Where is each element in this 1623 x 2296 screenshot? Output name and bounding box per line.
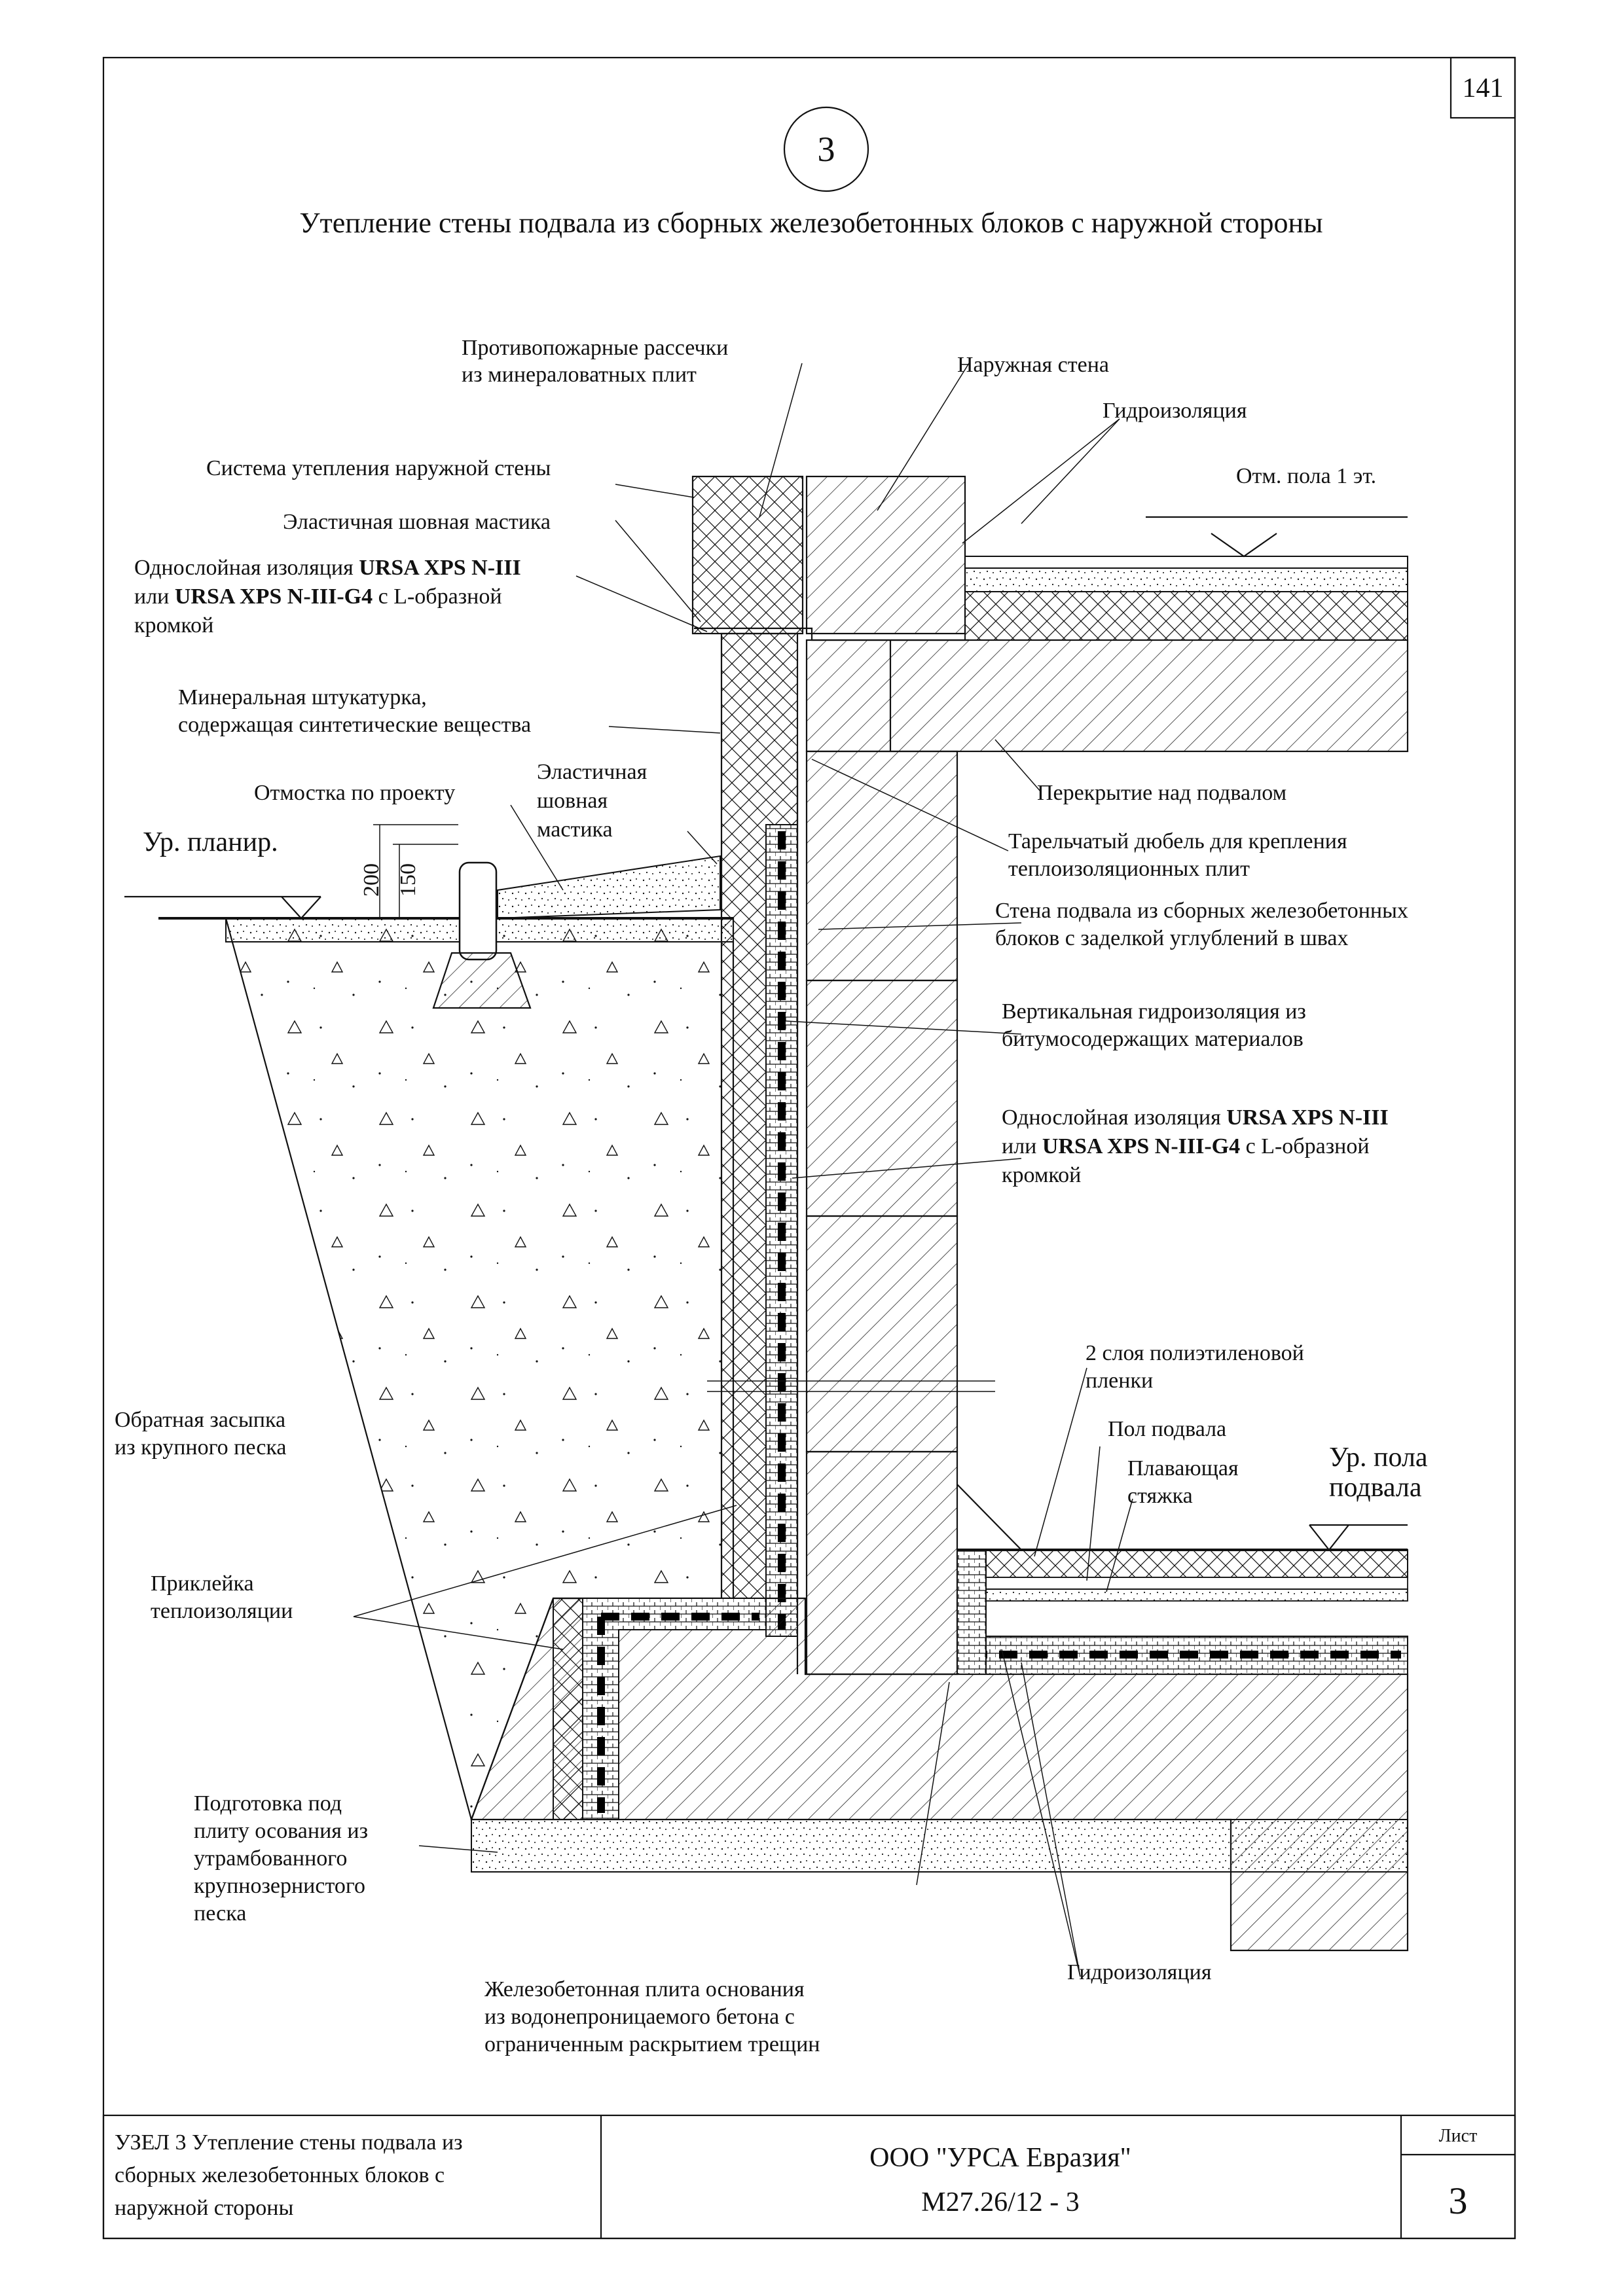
node-number-circle — [783, 106, 869, 192]
label-pe-film-1: 2 слоя полиэтиленовой — [1085, 1341, 1304, 1365]
label-vertical-wp-1: Вертикальная гидроизоляция из — [1002, 999, 1306, 1024]
label-elastic-mastic-mid-3: мастика — [537, 817, 613, 842]
title-sheet-number: 3 — [1449, 2179, 1468, 2222]
floating-screed — [957, 1588, 1408, 1602]
label-fire-breaks-2: из минераловатных плит — [462, 363, 697, 387]
label-basement-wall-2: блоков с заделкой углублений в швах — [995, 926, 1348, 950]
label-elastic-mastic-mid-1: Эластичная — [537, 760, 647, 784]
label-insulation-system: Система утепления наружной стены — [206, 456, 551, 480]
label-mineral-plaster-1: Минеральная штукатурка, — [178, 685, 427, 709]
label-basement-level-2: подвала — [1329, 1473, 1422, 1503]
title-sheet-label: Лист — [1439, 2126, 1478, 2146]
label-backfill-2: из крупного песка — [115, 1435, 287, 1460]
label-prep-1: Подготовка под — [194, 1791, 342, 1816]
label-floor-mark: Отм. пола 1 эт. — [1236, 464, 1376, 488]
label-slab-over-basement: Перекрытие над подвалом — [1037, 781, 1286, 805]
wall-block-2 — [805, 979, 958, 1217]
title-node-3: наружной стороны — [115, 2196, 293, 2220]
label-blind-area: Отмостка по проекту — [254, 781, 455, 805]
drawing-title: Утепление стены подвала из сборных желез… — [299, 207, 1322, 239]
label-base-slab-2: из водонепроницаемого бетона с — [484, 2005, 795, 2029]
title-code: М27.26/12 - 3 — [921, 2187, 1080, 2217]
label-gluing-2: теплоизоляции — [151, 1599, 293, 1623]
dimension-lines — [379, 825, 400, 918]
facade-insulation — [691, 475, 804, 635]
leader-lines — [353, 363, 1133, 1977]
label-pe-film-2: пленки — [1085, 1369, 1153, 1393]
floor-insulation — [964, 591, 1408, 641]
label-outer-wall: Наружная стена — [957, 353, 1109, 377]
label-dowel-1: Тарельчатый дюбель для крепления — [1008, 829, 1347, 853]
label-waterproofing-bottom: Гидроизоляция — [1067, 1960, 1212, 1984]
label-backfill-1: Обратная засыпка — [115, 1408, 285, 1432]
title-company: ООО "УРСА Евразия" — [869, 2143, 1131, 2173]
grade-level-mark — [281, 896, 321, 920]
label-waterproofing-top: Гидроизоляция — [1103, 399, 1247, 423]
title-node-2: сборных железобетонных блоков с — [115, 2163, 445, 2187]
label-grade-level: Ур. планир. — [143, 827, 278, 857]
label-mineral-plaster-2: содержащая синтетические вещества — [178, 713, 531, 737]
floor-screed — [964, 567, 1408, 592]
page-number-box — [1450, 56, 1516, 119]
label-prep-5: песка — [194, 1901, 246, 1926]
outer-wall — [805, 475, 966, 635]
wall-block-1 — [805, 750, 958, 982]
label-base-slab-3: ограниченным раскрытием трещин — [484, 2032, 820, 2056]
label-base-slab-1: Железобетонная плита основания — [484, 1977, 805, 2001]
label-single-layer-top-3: кромкой — [134, 613, 213, 637]
label-basement-level-1: Ур. пола — [1329, 1443, 1428, 1473]
page-number: 141 — [1463, 73, 1504, 103]
label-single-layer-mid-1: Однослойная изоляция URSA XPS N-III — [1002, 1105, 1389, 1130]
label-floating-screed-1: Плавающая — [1127, 1456, 1239, 1480]
label-elastic-mastic-mid-2: шовная — [537, 789, 608, 813]
label-fire-breaks-1: Противопожарные рассечки — [462, 336, 728, 360]
label-basement-wall-1: Стена подвала из сборных железобетонных — [995, 899, 1408, 923]
label-single-layer-top-1: Однослойная изоляция URSA XPS N-III — [134, 556, 521, 580]
basement-level-mark — [1309, 1524, 1349, 1551]
label-single-layer-mid-2: или URSA XPS N-III-G4 с L-образной — [1002, 1134, 1370, 1158]
title-node-1: УЗЕЛ 3 Утепление стены подвала из — [115, 2130, 463, 2155]
floor-edge-waterproofing — [957, 1549, 987, 1675]
dimension-extensions — [373, 824, 458, 845]
title-block — [102, 2114, 1516, 2240]
label-gluing-1: Приклейка — [151, 1571, 254, 1596]
label-single-layer-top-2: или URSA XPS N-III-G4 с L-образной — [134, 584, 502, 609]
title-block-dividers — [600, 2115, 1515, 2238]
label-dowel-2: теплоизоляционных плит — [1008, 857, 1250, 881]
slab-edge-dashes — [597, 1613, 759, 1813]
label-basement-floor: Пол подвала — [1108, 1417, 1226, 1441]
label-single-layer-mid-3: кромкой — [1002, 1163, 1081, 1187]
label-floating-screed-2: стяжка — [1127, 1484, 1193, 1508]
slab-over-basement — [805, 639, 1409, 753]
node-number: 3 — [818, 130, 835, 169]
wall-block-3 — [805, 1215, 958, 1453]
floor-finish — [964, 556, 1408, 569]
label-vertical-wp-2: битумосодержащих материалов — [1002, 1027, 1304, 1051]
dim-150: 150 — [396, 863, 420, 897]
curb-footing — [432, 952, 532, 1009]
slab-edge-insulation — [553, 1598, 583, 1820]
floor-edge-chamfer — [957, 1484, 1022, 1551]
sand-preparation — [471, 1819, 1408, 1873]
dim-200: 200 — [359, 863, 384, 897]
curb-stone — [458, 861, 498, 961]
label-prep-2: плиту осования из — [194, 1819, 368, 1843]
label-elastic-mastic-top: Эластичная шовная мастика — [283, 510, 551, 534]
basement-floor-insulation — [957, 1549, 1408, 1578]
pe-film — [957, 1577, 1408, 1590]
blind-area-slab — [497, 855, 721, 920]
label-prep-4: крупнозернистого — [194, 1874, 365, 1898]
floor-level-mark — [1211, 533, 1277, 558]
break-line — [707, 1380, 995, 1392]
wall-block-4 — [805, 1450, 958, 1676]
label-prep-3: утрамбованного — [194, 1846, 347, 1871]
